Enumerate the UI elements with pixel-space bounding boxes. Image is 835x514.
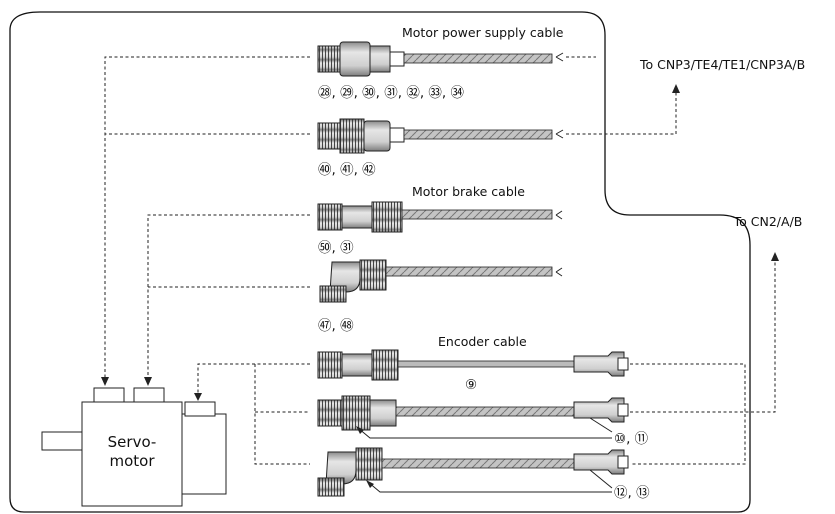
motor-brake-cable-label: Motor brake cable: [412, 184, 525, 199]
leader-lines: [356, 417, 613, 493]
encoder-connector-direct: [317, 349, 629, 381]
encoder-dest-line-2: [630, 260, 776, 413]
brake-connector-straight: [317, 201, 553, 233]
power-cable-alt-end: [555, 129, 564, 139]
encoder-connector-angled: [317, 447, 629, 497]
power-dest-arrow: [672, 84, 680, 93]
encoder-dest-label: To CN2/A/B: [733, 214, 803, 229]
power-dest-line: [566, 92, 677, 135]
servo-motor: Servo- motor: [41, 387, 227, 507]
boundary-outline: [9, 11, 751, 513]
motor-power-cable-label: Motor power supply cable: [402, 25, 564, 40]
power-connector-straight: [317, 41, 553, 77]
power-cable-end: [555, 52, 564, 62]
brake-angled-callout: ㊼, ㊽: [318, 318, 354, 334]
motor-connection-lines: [101, 56, 310, 465]
brake-callout: ㊿, ㉛: [318, 240, 354, 256]
power-alt-callout: ㊵, ㊶, ㊷: [318, 162, 376, 178]
servo-motor-label-2: motor: [109, 452, 155, 470]
brake-connector-angled: [319, 259, 553, 303]
encoder-dest-arrow: [771, 252, 779, 261]
brake-cable-end: [555, 210, 563, 220]
brake-angled-cable-end: [555, 267, 563, 277]
servo-motor-label-1: Servo-: [108, 433, 157, 451]
encoder-connector-straight: [317, 395, 629, 431]
power-connector-alt: [317, 118, 553, 154]
encoder-direct-callout: ⑨: [465, 377, 477, 393]
encoder-straight-callout: ⑩, ⑪: [614, 431, 649, 447]
encoder-cable-label: Encoder cable: [438, 334, 527, 349]
power-straight-callout: ㉘, ㉙, ㉚, ㉛, ㉜, ㉝, ㉞: [318, 85, 464, 101]
encoder-angled-callout: ⑫, ⑬: [614, 485, 650, 501]
encoder-dest-line-1: [630, 363, 746, 465]
motor-power-dest-label: To CNP3/TE4/TE1/CNP3A/B: [639, 57, 805, 72]
